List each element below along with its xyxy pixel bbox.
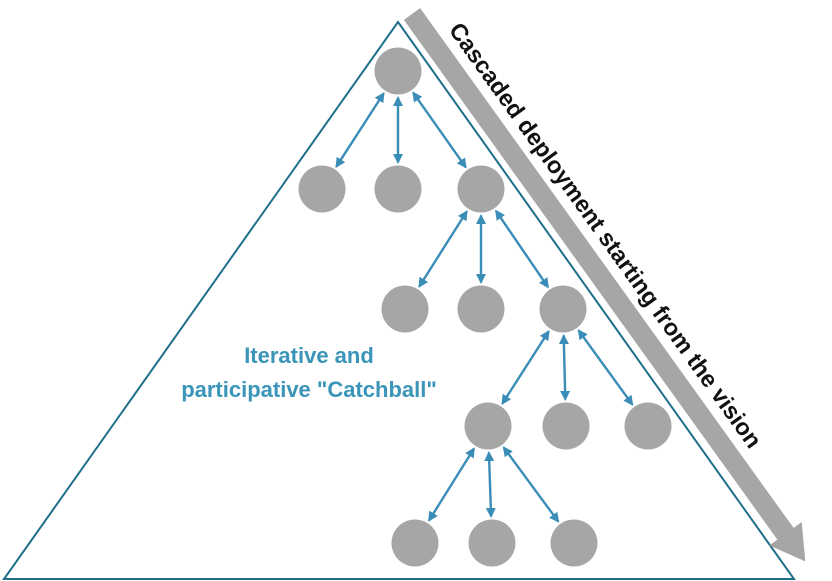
catchball-link-n3-n6 <box>495 209 549 289</box>
catchball-link-n6-n7 <box>501 330 550 405</box>
cascade-arrow-shape <box>403 8 806 562</box>
cascade-label: Cascaded deployment starting from the vi… <box>444 18 767 453</box>
hierarchy-node-n9 <box>624 402 672 450</box>
hierarchy-node-n2 <box>374 165 422 213</box>
hierarchy-node-n4 <box>381 285 429 333</box>
catchball-caption-line1: Iterative and <box>244 343 374 368</box>
hierarchy-node-n12 <box>550 519 598 567</box>
pyramid-outline <box>2 20 796 580</box>
hierarchy-node-n8 <box>542 402 590 450</box>
hierarchy-node-n11 <box>468 519 516 567</box>
catchball-link-n7-n11 <box>484 450 496 519</box>
hierarchy-node-n1 <box>298 165 346 213</box>
hierarchy-node-n6 <box>539 285 587 333</box>
catchball-link-n6-n9 <box>577 329 634 406</box>
catchball-link-n0-n1 <box>335 92 385 168</box>
hierarchy-node-n10 <box>391 519 439 567</box>
hierarchy-nodes <box>298 47 672 567</box>
cascade-arrow: Cascaded deployment starting from the vi… <box>403 8 806 562</box>
hierarchy-node-n5 <box>457 285 505 333</box>
catchball-link-n7-n10 <box>427 447 476 522</box>
hierarchy-node-n0 <box>374 47 422 95</box>
catchball-link-n0-n3 <box>412 91 467 169</box>
catchball-caption-line2: participative "Catchball" <box>181 377 437 402</box>
catchball-link-n6-n8 <box>558 333 571 402</box>
catchball-link-n3-n4 <box>418 210 468 288</box>
hierarchy-node-n7 <box>464 402 512 450</box>
catchball-links <box>335 91 634 523</box>
hierarchy-node-n3 <box>457 165 505 213</box>
catchball-link-n7-n12 <box>502 446 560 523</box>
